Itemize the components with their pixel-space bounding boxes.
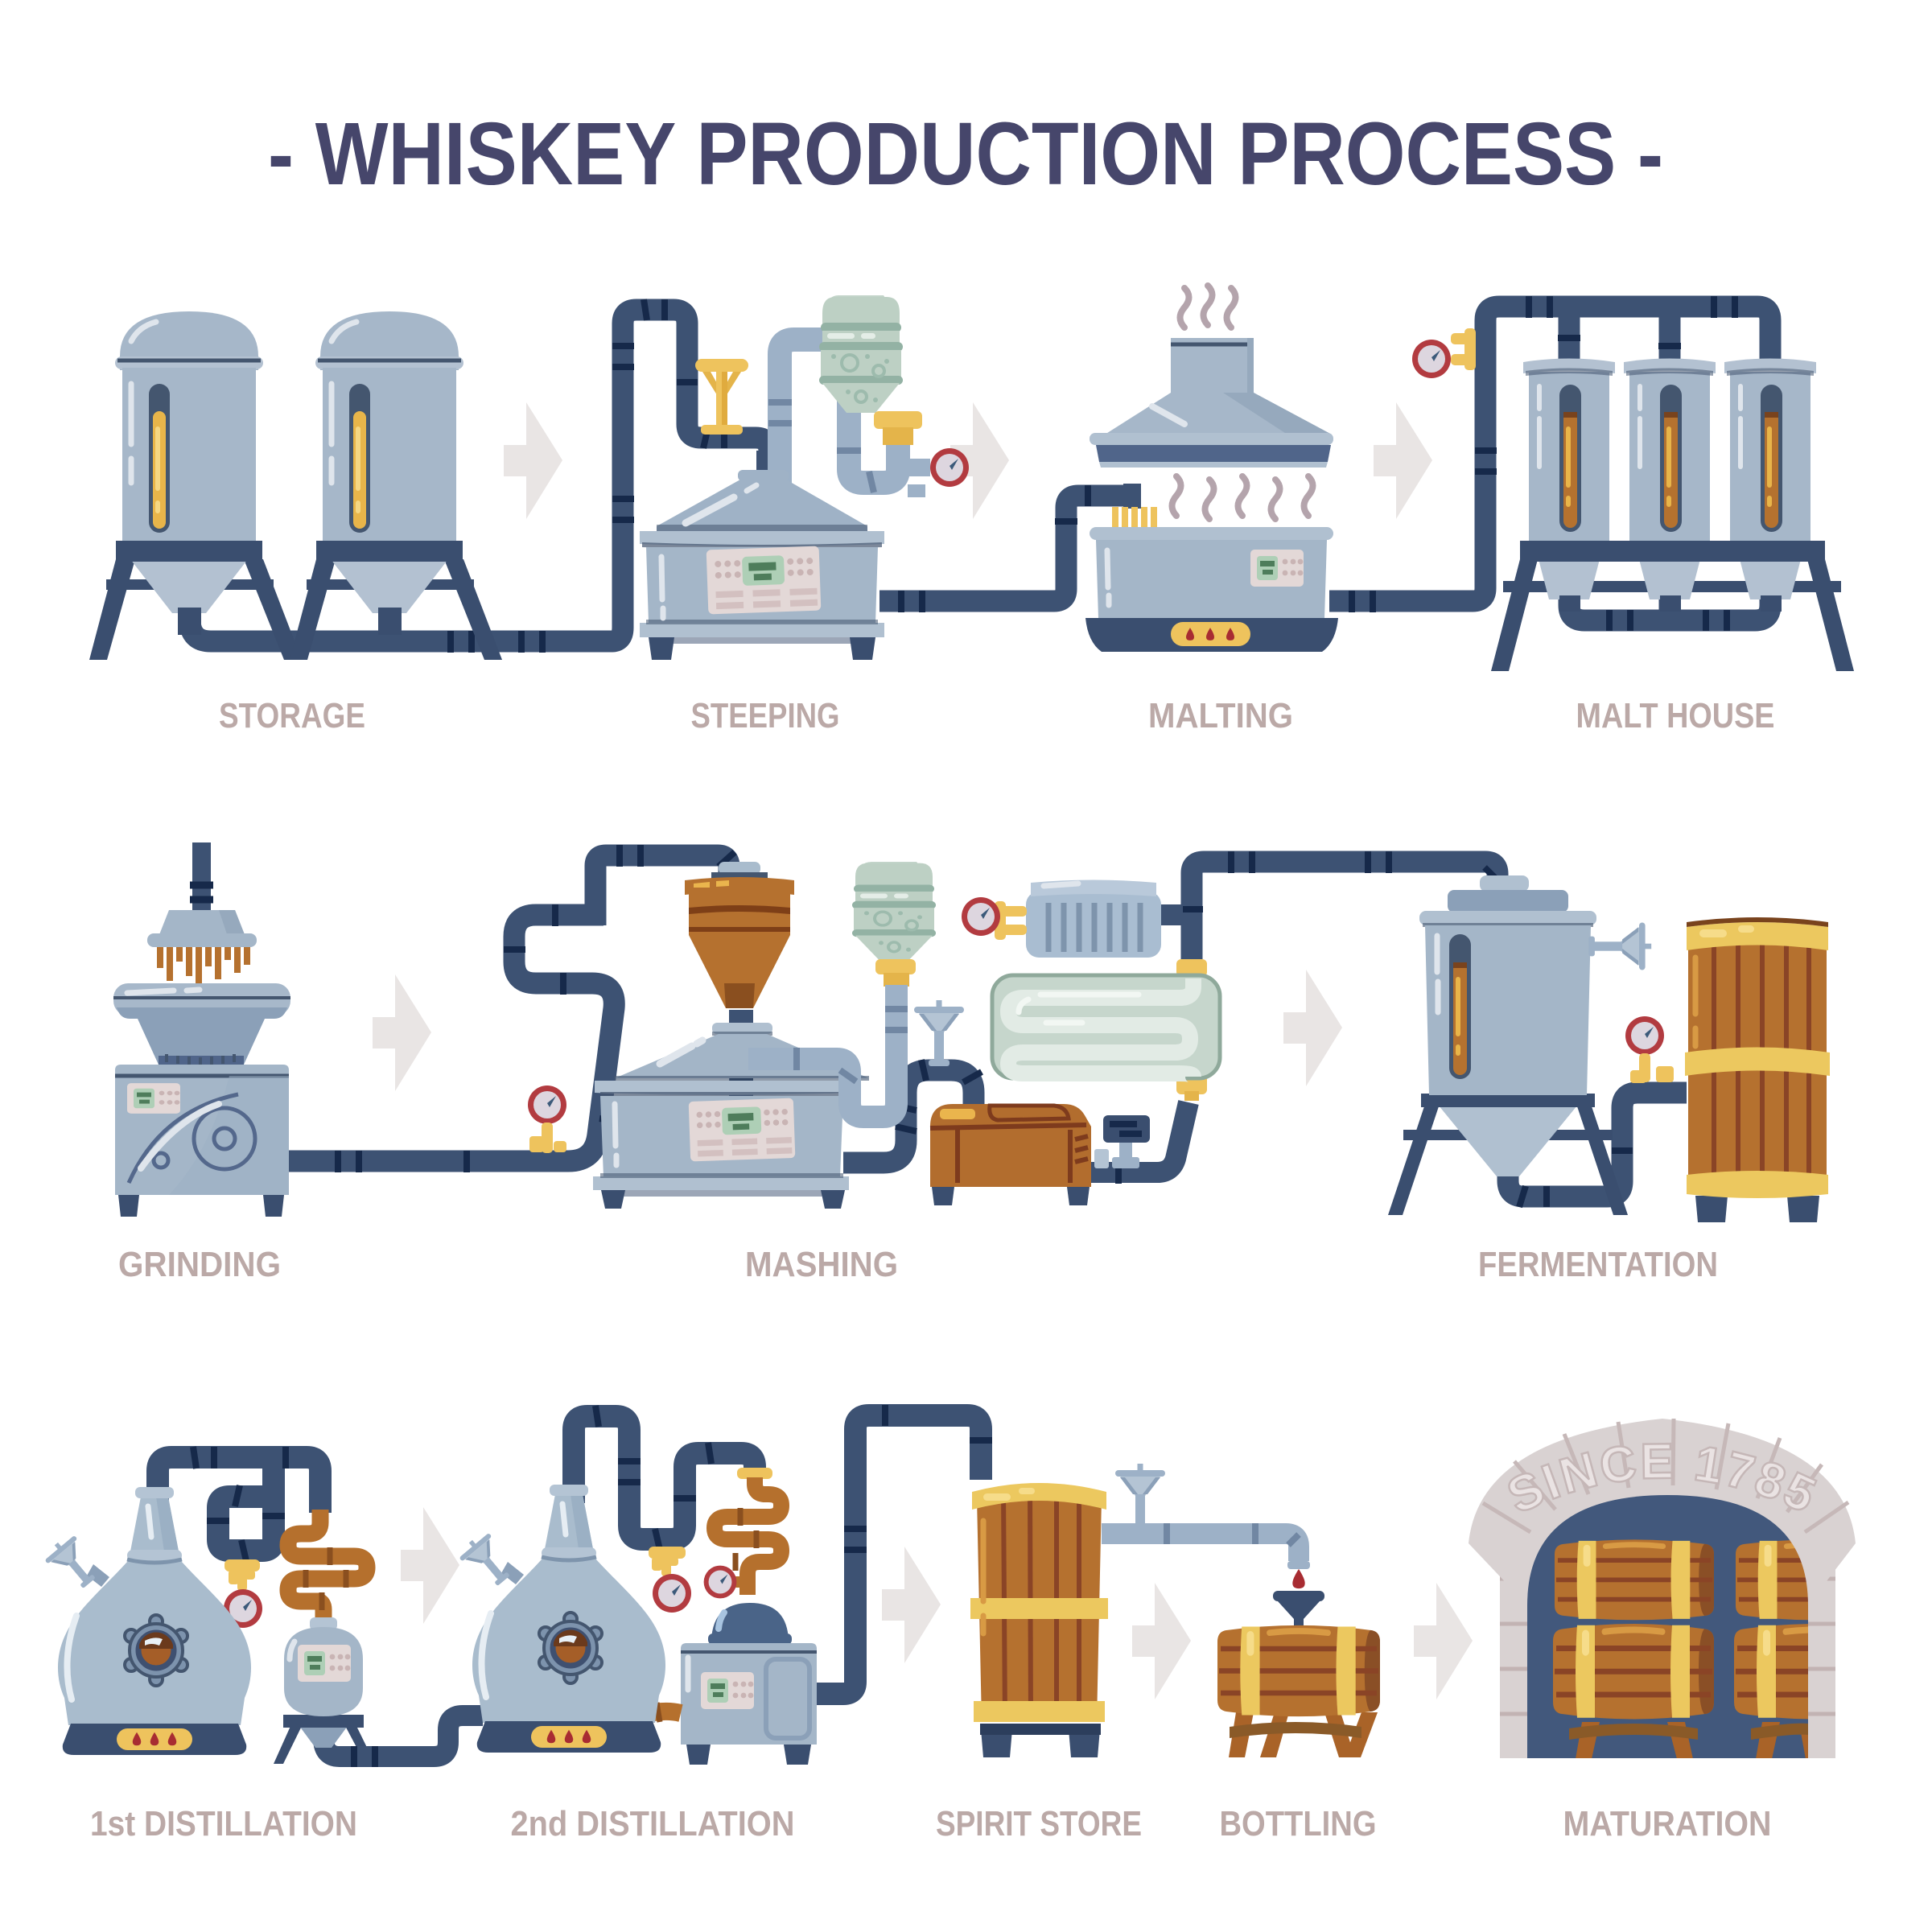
svg-text:MALTING: MALTING — [1148, 696, 1293, 735]
svg-text:STORAGE: STORAGE — [219, 696, 365, 735]
svg-text:BOTTLING: BOTTLING — [1220, 1804, 1377, 1843]
svg-text:2nd DISTILLATION: 2nd DISTILLATION — [511, 1804, 795, 1843]
svg-text:STEEPING: STEEPING — [691, 696, 840, 735]
svg-text:MASHING: MASHING — [745, 1245, 898, 1284]
svg-text:FERMENTATION: FERMENTATION — [1478, 1245, 1718, 1284]
svg-text:SPIRIT STORE: SPIRIT STORE — [936, 1804, 1142, 1843]
svg-text:- WHISKEY PRODUCTION PROCESS -: - WHISKEY PRODUCTION PROCESS - — [268, 105, 1663, 204]
svg-text:1st DISTILLATION: 1st DISTILLATION — [90, 1804, 357, 1843]
svg-text:MATURATION: MATURATION — [1563, 1804, 1772, 1843]
svg-text:GRINDING: GRINDING — [118, 1245, 281, 1284]
svg-text:MALT HOUSE: MALT HOUSE — [1576, 696, 1775, 735]
